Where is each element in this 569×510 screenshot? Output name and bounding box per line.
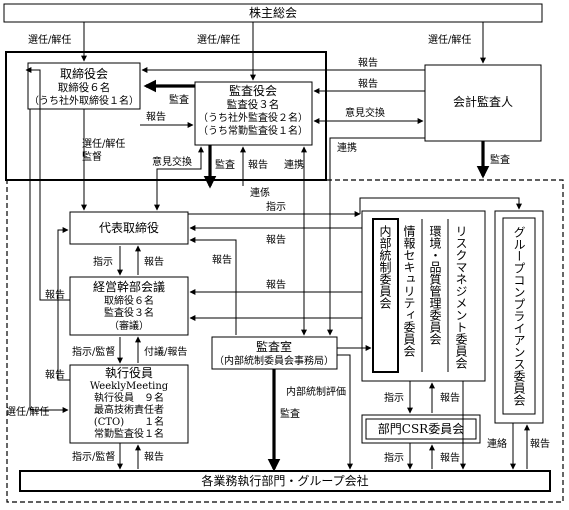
label-audit3: 監査 (280, 407, 300, 420)
label-report-auditor-audit: 報告 (358, 77, 378, 90)
risk-label: リスクマネジメント委員会 (454, 225, 468, 370)
label-report-auditor-board: 報告 (358, 56, 378, 69)
label-report-left: 報告 (45, 288, 65, 301)
label-audit1: 監査 (169, 93, 189, 106)
label-elect-auditor: 選任/解任 (428, 33, 471, 46)
label-report-board-audit: 報告 (146, 110, 166, 123)
audit-board-fulltime: （うち常勤監査役１名） (198, 124, 308, 137)
label-report-left2: 報告 (45, 368, 65, 381)
mgmt-council-note: （審議） (109, 319, 149, 332)
officers-cto: 最高技術責任者 (94, 403, 164, 416)
conn-internal-eval (337, 354, 353, 470)
label-elect-supervise-2: 監督 (82, 150, 102, 163)
label-cooperation2: 連携 (284, 158, 304, 171)
label-instruction-ceo: 指示 (93, 255, 113, 268)
label-report-compliance: 報告 (530, 437, 550, 450)
audit-office-title: 監査室 (256, 339, 292, 354)
label-elect-left: 選任/解任 (6, 405, 49, 418)
label-opinion-exchange2: 意見交換 (152, 155, 192, 168)
conn-left-report (25, 67, 70, 301)
security-label: 情報セキュリティ委員会 (402, 225, 416, 358)
label-elect-audit: 選任/解任 (197, 33, 240, 46)
officers-fulltime: 常勤監査役１名 (94, 427, 164, 440)
csr-label: 部門CSR委員会 (378, 421, 464, 436)
officers-box (69, 364, 189, 444)
label-instruction-top: 指示 (266, 200, 286, 213)
label-report-mgmt: 報告 (266, 278, 286, 291)
board-box (27, 62, 141, 110)
shareholders-box (3, 3, 543, 23)
officers-weekly: WeeklyMeeting (90, 381, 169, 392)
conn-compliance-top (359, 197, 522, 214)
label-report-ceo2: 報告 (144, 255, 164, 268)
execution-frame (6, 179, 564, 503)
auditor-label: 会計監査人 (453, 94, 513, 109)
label-instruction-supervise1: 指示/監督 (72, 345, 115, 358)
label-opinion-exchange: 意見交換 (345, 106, 385, 119)
officers-title: 執行役員 (105, 365, 153, 380)
label-audit-auditor: 監査 (490, 153, 510, 166)
board-title: 取締役会 (60, 66, 108, 81)
label-instruction-supervise2: 指示/監督 (72, 450, 115, 463)
ceo-box (69, 211, 189, 245)
board-members: 取締役６名 (58, 81, 111, 94)
ceo-label: 代表取締役 (99, 220, 159, 235)
label-liaison: 連絡 (487, 437, 507, 450)
mgmt-council-box (69, 276, 189, 336)
officers-cto-count: (CTO) １名 (94, 415, 164, 428)
internal-control-label: 内部統制委員会 (378, 225, 392, 310)
label-report-office: 報告 (212, 253, 232, 266)
label-report-div: 報告 (440, 451, 460, 464)
label-instruction-csr: 指示 (384, 391, 404, 404)
label-report3: 報告 (248, 158, 268, 171)
mgmt-council-auditors: 監査役３名 (104, 306, 154, 319)
mgmt-council-title: 経営幹部会議 (93, 279, 165, 294)
environment-label: 環境・品質管理委員会 (428, 225, 442, 346)
label-audit2: 監査 (215, 158, 235, 171)
label-cooperation3: 連係 (250, 186, 270, 199)
label-elect-supervise-1: 選任/解任 (82, 137, 125, 150)
audit-board-outside: （うち社外監査役２名） (198, 111, 308, 124)
label-cooperation1: 連携 (337, 141, 357, 154)
conn-cooperation-auditor (329, 137, 425, 180)
compliance-label: グループコンプライアンス委員会 (512, 226, 526, 407)
auditor-box (424, 64, 542, 142)
conn-left-report2 (57, 227, 70, 381)
officers-count: 執行役員 ９名 (94, 391, 164, 404)
shareholders-label: 株主総会 (249, 5, 297, 20)
divisions-box (19, 470, 551, 492)
audit-office-sub: （内部統制委員会事務局） (214, 354, 334, 367)
audit-office-box (211, 336, 338, 370)
conn-elect-officers (29, 109, 69, 413)
label-elect-board: 選任/解任 (28, 33, 71, 46)
conn-office-ceo (189, 237, 237, 335)
compliance-inner (502, 217, 536, 415)
board-outside: （うち社外取締役１名） (29, 94, 139, 107)
label-delegate-report: 付議/報告 (144, 345, 187, 358)
label-internal-eval: 内部統制評価 (286, 385, 346, 398)
label-report-csr: 報告 (440, 391, 460, 404)
audit-board-members: 監査役３名 (227, 98, 280, 111)
mgmt-council-directors: 取締役６名 (104, 294, 154, 307)
conn-opinion-ceo (154, 146, 204, 211)
divisions-label: 各業務執行部門・グループ会社 (201, 473, 368, 488)
label-instruction-div: 指示 (384, 451, 404, 464)
label-report-ceo: 報告 (266, 233, 286, 246)
audit-board-title: 監査役会 (229, 83, 277, 98)
audit-board-box (194, 81, 313, 146)
label-report-officers: 報告 (144, 450, 164, 463)
csr-inner (365, 418, 477, 440)
